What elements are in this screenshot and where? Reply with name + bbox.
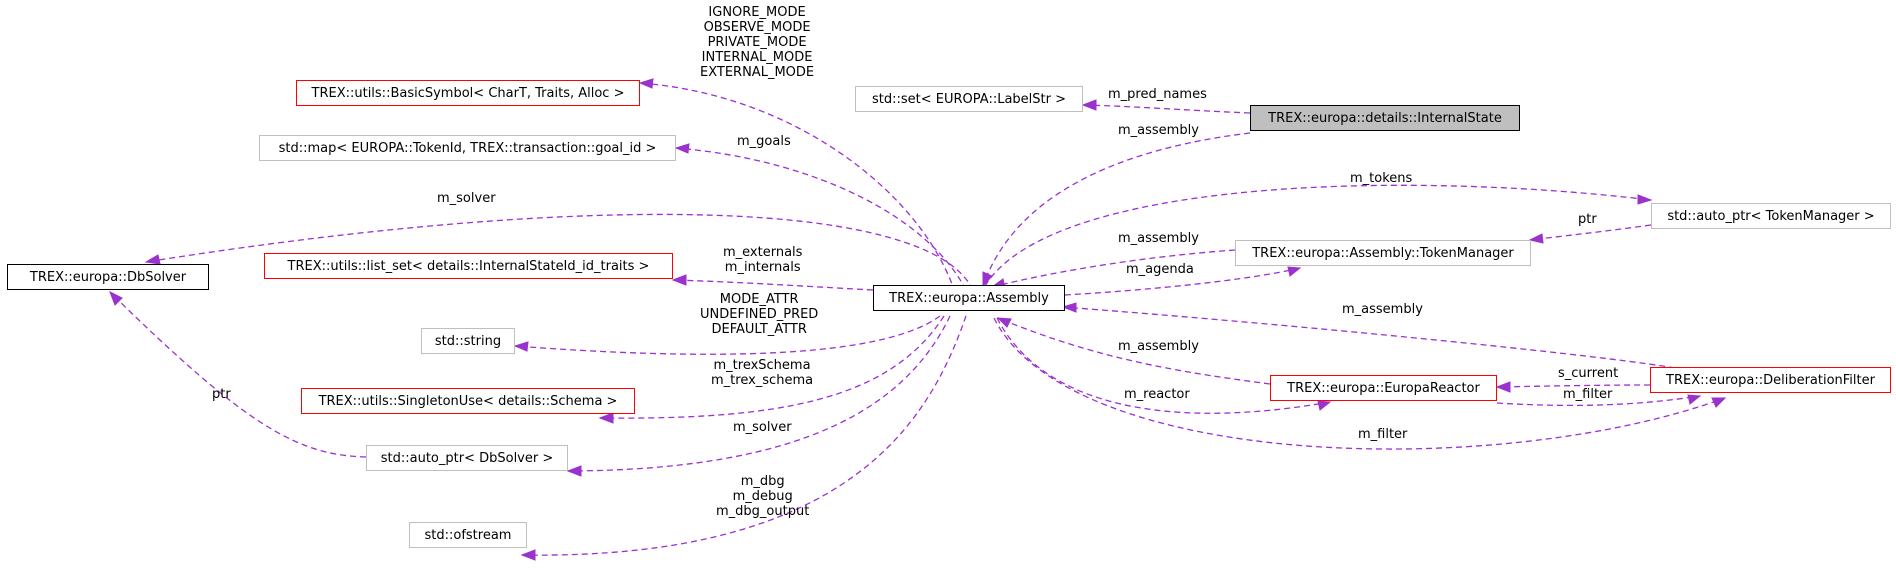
label-schema-members: m_trexSchema m_trex_schema [711, 358, 814, 388]
node-deliberation-filter[interactable]: TREX::europa::DeliberationFilter [1650, 367, 1891, 393]
arrow-ptr-token-manager [1528, 233, 1544, 244]
arrow-dbsolver-solver [144, 254, 161, 265]
edge-list-set [672, 279, 874, 291]
node-label-str-set[interactable]: std::set< EUROPA::LabelStr > [855, 86, 1083, 112]
edge-token-manager-assembly [991, 249, 1236, 288]
label-m-solver-db: m_solver [437, 191, 496, 206]
node-internal-state[interactable]: TREX::europa::details::InternalState [1250, 105, 1520, 131]
node-ofstream[interactable]: std::ofstream [409, 522, 527, 548]
arrow-internal-state-assembly [982, 271, 993, 288]
arrow-string [513, 341, 529, 352]
node-list-set[interactable]: TREX::utils::list_set< details::Internal… [264, 253, 673, 279]
node-basic-symbol[interactable]: TREX::utils::BasicSymbol< CharT, Traits,… [296, 80, 640, 106]
label-m-agenda: m_agenda [1126, 262, 1194, 277]
label-m-solver-auto: m_solver [733, 420, 792, 435]
arrow-solver-auto [566, 465, 582, 477]
arrow-s-current [1495, 381, 1511, 393]
label-m-reactor: m_reactor [1124, 387, 1190, 402]
edge-schema [599, 315, 945, 419]
node-db-solver[interactable]: TREX::europa::DbSolver [7, 264, 209, 290]
label-string-members: MODE_ATTR UNDEFINED_PRED DEFAULT_ATTR [700, 292, 819, 337]
arrow-filter-assembly-2 [1711, 397, 1727, 408]
arrow-ptr-dbsolver [109, 290, 123, 306]
edge-string [514, 315, 941, 355]
edge-goals [675, 147, 967, 291]
node-assembly[interactable]: TREX::europa::Assembly [873, 285, 1065, 311]
edge-solver-auto [567, 315, 951, 472]
edge-dbsolver-solver [145, 213, 974, 291]
edge-filter-assembly [1062, 306, 1676, 369]
label-ptr-dbsolver: ptr [212, 387, 231, 402]
label-m-pred-names: m_pred_names [1108, 87, 1207, 102]
label-s-current: s_current [1558, 366, 1619, 381]
label-m-assembly-filter: m_assembly [1342, 302, 1423, 317]
arrow-filter-assembly [1061, 302, 1077, 313]
edge-filter-assembly-2 [993, 317, 1726, 450]
label-m-assembly-token-manager: m_assembly [1118, 231, 1199, 246]
edge-reactor-assembly [997, 317, 1271, 385]
label-m-filter-assembly: m_filter [1358, 427, 1408, 442]
label-m-tokens: m_tokens [1350, 171, 1413, 186]
label-m-assembly-internal: m_assembly [1118, 123, 1199, 138]
node-goal-map[interactable]: std::map< EUROPA::TokenId, TREX::transac… [259, 135, 676, 161]
edge-internal-state-assembly [982, 132, 1251, 287]
arrow-schema [598, 412, 614, 424]
edge-agenda [1064, 267, 1301, 296]
label-modes: IGNORE_MODE OBSERVE_MODE PRIVATE_MODE IN… [700, 5, 815, 80]
edge-ptr-token-manager [1529, 224, 1652, 241]
node-auto-ptr-dbsolver[interactable]: std::auto_ptr< DbSolver > [366, 445, 568, 471]
node-europa-reactor[interactable]: TREX::europa::EuropaReactor [1270, 375, 1497, 401]
edge-basic-symbol [639, 82, 959, 303]
node-token-manager[interactable]: TREX::europa::Assembly::TokenManager [1235, 240, 1531, 266]
edge-pred-names [1082, 104, 1251, 114]
arrow-ofstream [520, 549, 536, 561]
arrow-list-set [671, 274, 687, 286]
node-singleton-use[interactable]: TREX::utils::SingletonUse< details::Sche… [301, 388, 635, 414]
edge-reactor [996, 317, 1331, 414]
edge-s-current [1496, 384, 1651, 388]
edge-ofstream [521, 315, 967, 556]
label-ofstream-members: m_dbg m_debug m_dbg_output [716, 474, 810, 519]
arrow-pred-names [1081, 99, 1097, 111]
label-list-set-members: m_externals m_internals [723, 245, 803, 275]
label-m-filter-reactor: m_filter [1563, 387, 1613, 402]
label-m-assembly-reactor: m_assembly [1118, 339, 1199, 354]
arrow-reactor [1317, 400, 1332, 411]
label-m-goals: m_goals [737, 134, 791, 149]
label-ptr-token-manager: ptr [1578, 212, 1597, 227]
arrow-basic-symbol [638, 78, 654, 89]
edge-filter-reactor [1496, 395, 1701, 407]
arrow-agenda [1287, 266, 1302, 277]
edge-ptr-dbsolver [109, 291, 367, 458]
node-auto-ptr-token-manager[interactable]: std::auto_ptr< TokenManager > [1651, 203, 1891, 229]
arrow-reactor-assembly [996, 317, 1012, 328]
arrow-goals [674, 143, 690, 154]
arrow-tokens [1637, 194, 1653, 205]
edge-tokens [984, 184, 1652, 287]
node-string[interactable]: std::string [421, 328, 515, 354]
arrow-filter-reactor [1687, 394, 1702, 405]
